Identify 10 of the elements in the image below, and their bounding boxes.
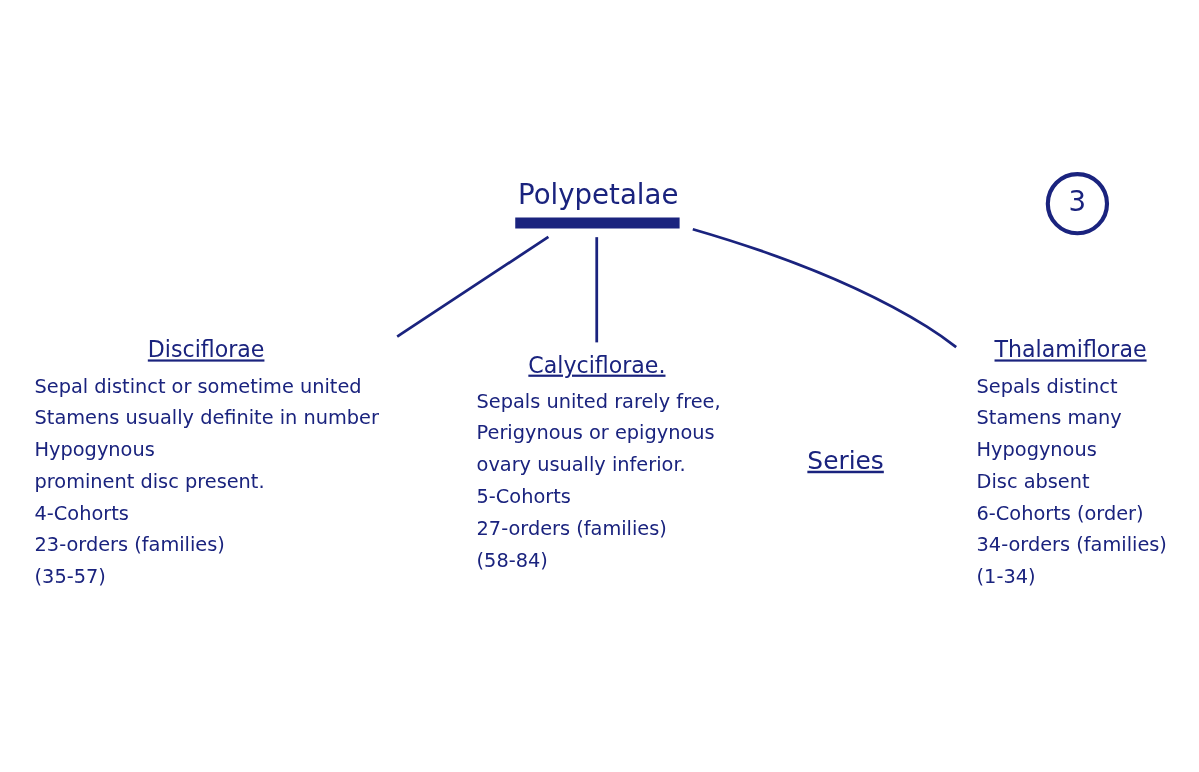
- node-text: Calyciflorae. Sepals united rarely free, Perigynous or epigynous ovary usually inferior. 5-Cohorts 27-orders (families) (58-84): [476, 351, 721, 572]
- node-label: Polypetalae: [518, 177, 679, 211]
- node-text: Thalamiflorae Sepals distinct Stamens many Hypogynous Disc absent 6-Cohorts (order) 34-orders (families) (1-34): [976, 336, 1167, 589]
- node-box: [515, 217, 680, 229]
- connector: [595, 237, 599, 343]
- label: 3: [1068, 184, 1087, 218]
- node-text: Disciflorae Sepal distinct or sometime united Stamens usually definite in number Hypogynous prominent disc present. 4-Cohorts 23-orders (families) (35-57): [34, 336, 379, 589]
- connector: [396, 235, 550, 338]
- connector: [692, 227, 957, 349]
- label: Series: [807, 445, 884, 475]
